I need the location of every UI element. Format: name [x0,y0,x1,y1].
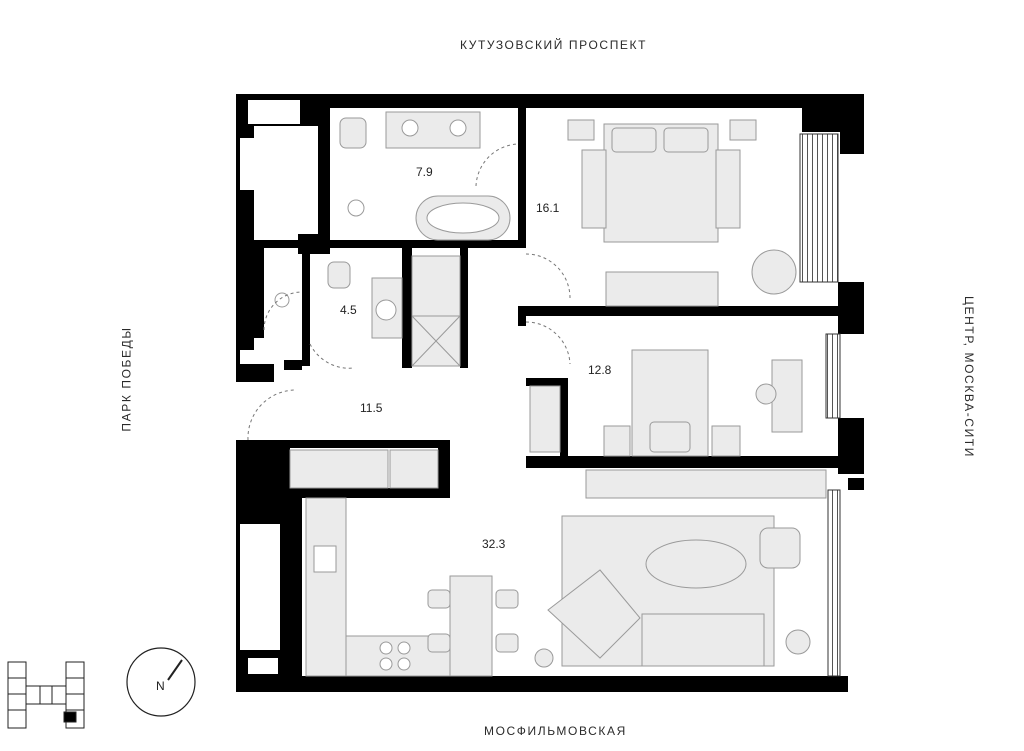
door-swings [247,143,571,441]
furniture [274,111,827,677]
area-living-kitchen: 32.3 [482,537,506,551]
compass-label: N [156,679,165,693]
windows [799,133,841,677]
street-south: МОСФИЛЬМОВСКАЯ [484,724,627,738]
area-bedroom-second: 12.8 [588,363,612,377]
storage-niches [240,100,314,674]
area-wc: 4.5 [340,303,357,317]
street-east: ЦЕНТР, МОСКВА-СИТИ [961,296,976,458]
area-bathroom: 7.9 [416,165,433,179]
area-hall: 11.5 [360,401,383,415]
area-bedroom-main: 16.1 [536,201,560,215]
street-north: КУТУЗОВСКИЙ ПРОСПЕКТ [460,38,648,52]
street-west: ПАРК ПОБЕДЫ [119,326,134,432]
compass: N [126,647,196,717]
building-keyplan-icon [7,661,85,729]
